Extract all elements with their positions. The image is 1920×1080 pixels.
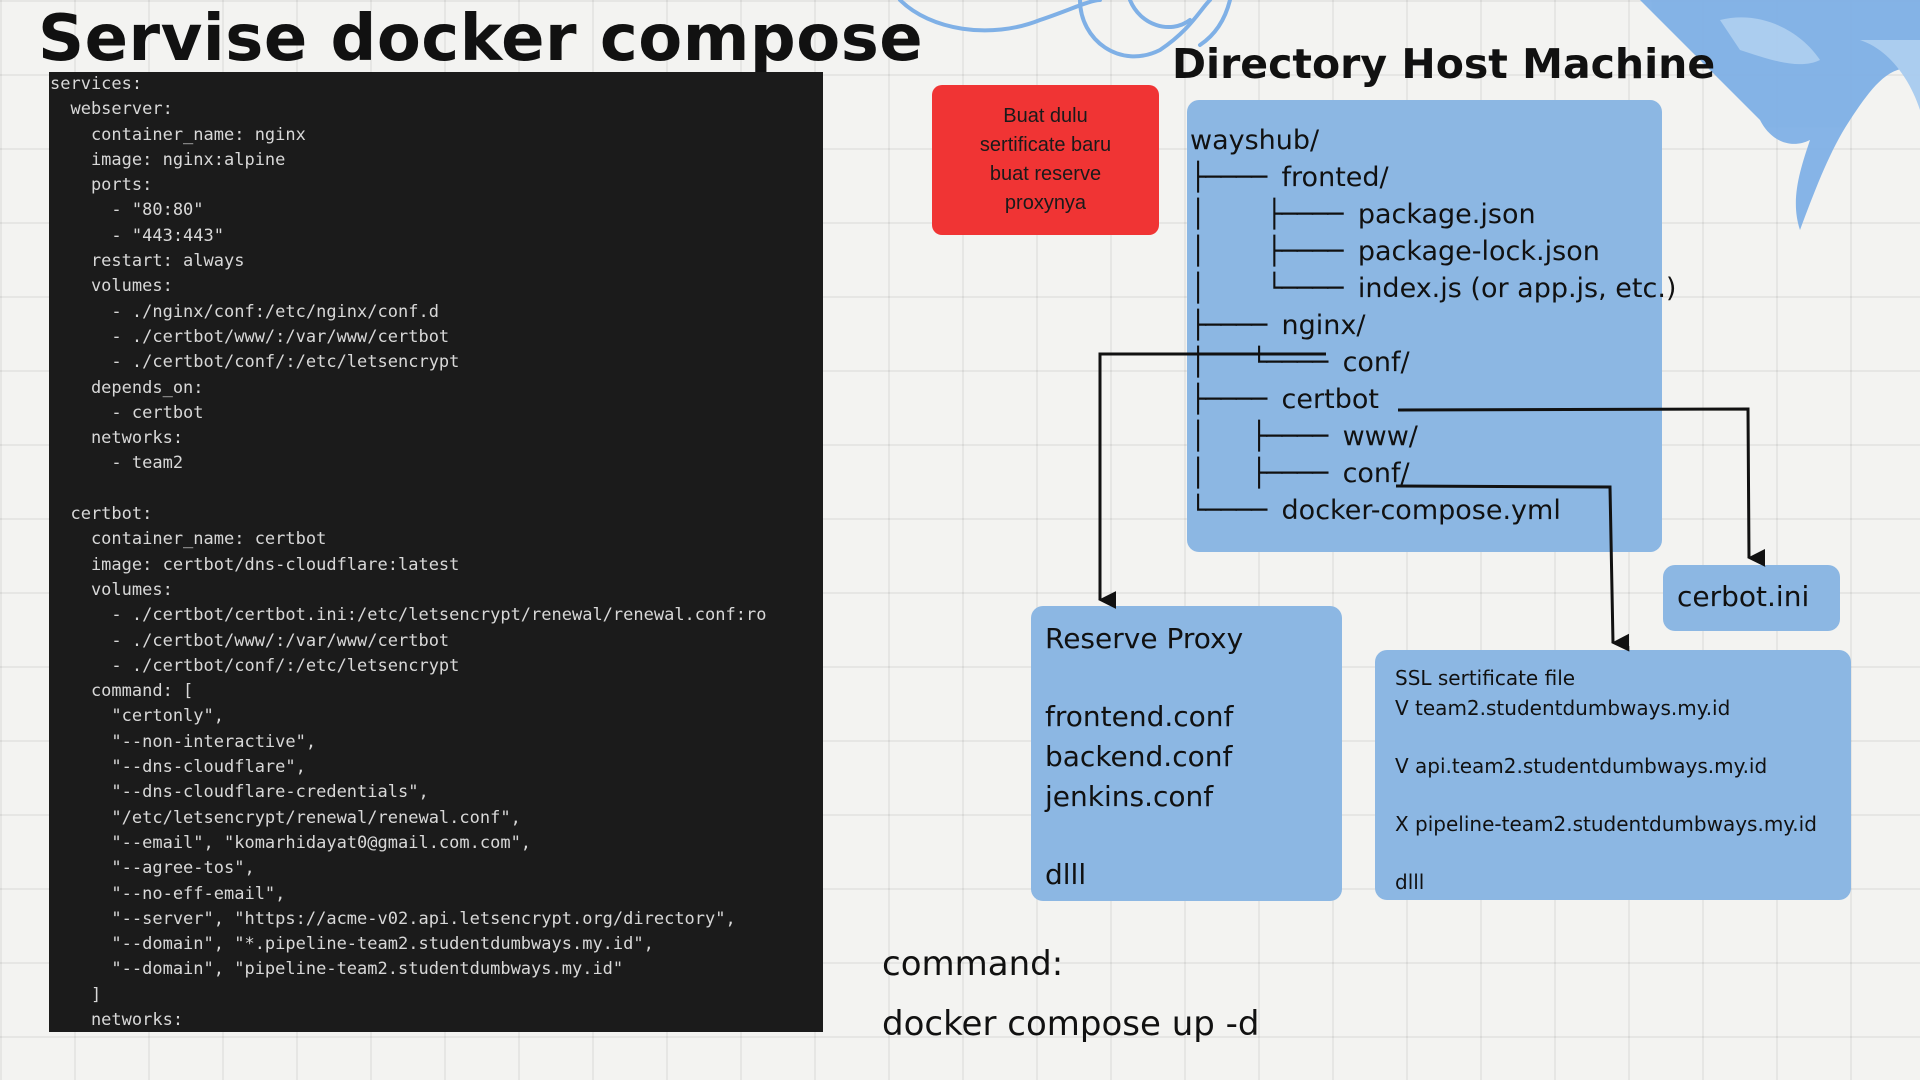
arrow-certbot-to-ini (1397, 407, 1766, 567)
code-panel: services: webserver: container_name: ngi… (49, 72, 823, 1032)
tree-entry-name: conf/ (1342, 347, 1410, 378)
code-line: certbot: (50, 504, 153, 525)
cerbot-ini-label: cerbot.ini (1677, 580, 1810, 613)
arrow-conf-to-ssl (1395, 484, 1630, 652)
code-line: - ./certbot/certbot.ini:/etc/letsencrypt… (50, 605, 767, 626)
tree-connector: │ ├──── (1190, 421, 1343, 452)
code-line: ports: (50, 175, 153, 196)
tree-connector: │ └──── (1190, 273, 1358, 304)
tree-row: │ ├──── conf/ (1190, 455, 1676, 492)
cerbot-ini-box: cerbot.ini (1663, 565, 1840, 631)
arrow-nginx-conf-to-proxy (1098, 352, 1326, 609)
ssl-title: SSL sertificate file (1395, 666, 1576, 690)
tree-connector: ├──── (1190, 310, 1282, 341)
code-line: - team2 (50, 453, 184, 474)
code-line: "--non-interactive", (50, 731, 317, 752)
proxy-more: dlll (1045, 858, 1087, 891)
note-text: Buat dulu sertificate baru buat reserve … (979, 105, 1112, 214)
tree-entry-name: package-lock.json (1357, 236, 1600, 267)
ssl-certificate-box: SSL sertificate file V team2.studentdumb… (1375, 650, 1851, 900)
code-line: - certbot (50, 402, 204, 423)
code-line: ] (50, 984, 102, 1005)
tree-connector: └──── (1190, 495, 1282, 526)
tree-entry-name: nginx/ (1281, 310, 1366, 341)
code-line: networks: (50, 1009, 184, 1030)
tree-row: │ ├──── package.json (1190, 196, 1676, 233)
tree-connector: ├──── (1190, 162, 1282, 193)
code-line: depends_on: (50, 377, 204, 398)
ssl-item: X pipeline-team2.studentdumbways.my.id (1395, 812, 1817, 836)
tree-entry-name: conf/ (1342, 458, 1410, 489)
code-line: - ./certbot/conf/:/etc/letsencrypt (50, 655, 460, 676)
compose-code: services: webserver: container_name: ngi… (49, 72, 823, 1032)
code-line: - "443:443" (50, 225, 224, 246)
reserve-proxy-box: Reserve Proxy frontend.conf backend.conf… (1031, 606, 1342, 901)
tree-entry-name: wayshub/ (1190, 125, 1320, 156)
tree-entry-name: www/ (1342, 421, 1418, 452)
code-line: command: [ (50, 681, 194, 702)
code-line: image: certbot/dns-cloudflare:latest (50, 554, 460, 575)
code-line: "--dns-cloudflare", (50, 757, 306, 778)
code-line: networks: (50, 428, 184, 449)
tree-row: wayshub/ (1190, 122, 1676, 159)
code-line: volumes: (50, 276, 173, 297)
directory-tree: wayshub/├──── fronted/│ ├──── package.js… (1190, 122, 1676, 529)
code-line: container_name: nginx (50, 124, 306, 145)
code-line: - ./nginx/conf:/etc/nginx/conf.d (50, 301, 439, 322)
tree-row: │ ├──── package-lock.json (1190, 233, 1676, 270)
code-line: - "80:80" (50, 200, 204, 221)
tree-connector: │ ├──── (1190, 236, 1358, 267)
note-box: Buat dulu sertificate baru buat reserve … (932, 85, 1159, 235)
command-label: command: (882, 944, 1064, 984)
tree-connector: │ ├──── (1190, 199, 1358, 230)
code-line: webserver: (50, 99, 173, 120)
tree-entry-name: certbot (1281, 384, 1379, 415)
directory-box (1187, 100, 1662, 552)
tree-row: ├──── certbot (1190, 381, 1676, 418)
code-line: "certonly", (50, 706, 224, 727)
tree-entry-name: docker-compose.yml (1281, 495, 1561, 526)
code-line: image: nginx:alpine (50, 149, 286, 170)
code-line: services: (50, 74, 143, 94)
page-title: Servise docker compose (38, 2, 924, 76)
code-line: container_name: certbot (50, 529, 327, 550)
proxy-file: frontend.conf (1045, 700, 1234, 733)
tree-entry-name: fronted/ (1281, 162, 1389, 193)
tree-row: └──── docker-compose.yml (1190, 492, 1676, 529)
directory-title: Directory Host Machine (1172, 40, 1716, 88)
code-line: "--agree-tos", (50, 858, 255, 879)
code-line: "--domain", "*.pipeline-team2.studentdum… (50, 934, 654, 955)
tree-row: │ └──── index.js (or app.js, etc.) (1190, 270, 1676, 307)
code-line: - ./certbot/www/:/var/www/certbot (50, 630, 450, 651)
tree-entry-name: index.js (or app.js, etc.) (1357, 273, 1677, 304)
ssl-item: V api.team2.studentdumbways.my.id (1395, 754, 1768, 778)
code-line: - ./certbot/www/:/var/www/certbot (50, 326, 450, 347)
tree-row: ├──── nginx/ (1190, 307, 1676, 344)
code-line: "--email", "komarhidayat0@gmail.com.com"… (50, 832, 532, 853)
tree-connector: │ ├──── (1190, 458, 1343, 489)
proxy-file: backend.conf (1045, 740, 1233, 773)
tree-row: ├──── fronted/ (1190, 159, 1676, 196)
tree-entry-name: package.json (1357, 199, 1536, 230)
proxy-title: Reserve Proxy (1045, 622, 1244, 655)
proxy-file: jenkins.conf (1045, 780, 1214, 813)
ssl-more: dlll (1395, 870, 1425, 894)
command-text: docker compose up -d (882, 1004, 1260, 1044)
code-line: "--no-eff-email", (50, 883, 286, 904)
tree-row: │ └──── conf/ (1190, 344, 1676, 381)
code-line: volumes: (50, 579, 173, 600)
code-line: "--server", "https://acme-v02.api.letsen… (50, 908, 736, 929)
code-line: "--dns-cloudflare-credentials", (50, 782, 429, 803)
code-line: "/etc/letsencrypt/renewal/renewal.conf", (50, 807, 521, 828)
code-line: - ./certbot/conf/:/etc/letsencrypt (50, 352, 460, 373)
code-line: "--domain", "pipeline-team2.studentdumbw… (50, 959, 624, 980)
tree-connector: ├──── (1190, 384, 1282, 415)
ssl-item: V team2.studentdumbways.my.id (1395, 696, 1731, 720)
code-line: restart: always (50, 251, 245, 272)
tree-row: │ ├──── www/ (1190, 418, 1676, 455)
